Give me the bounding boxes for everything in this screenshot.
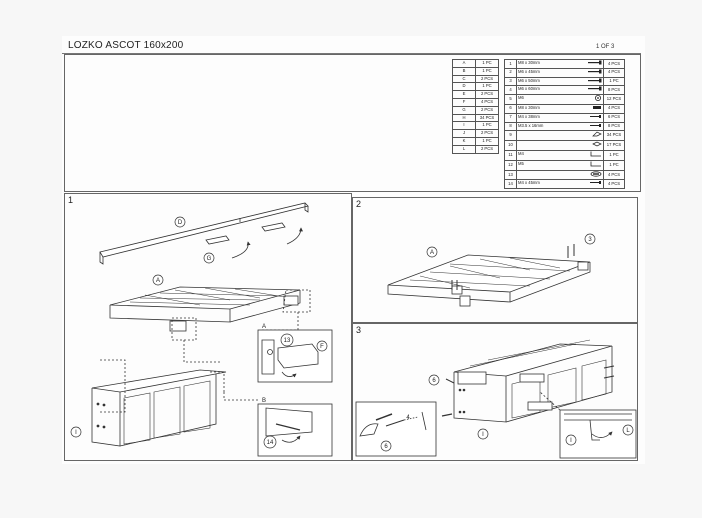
callout-l: L bbox=[626, 428, 630, 434]
hardware-desc-text: M6 x 45mm bbox=[518, 68, 540, 74]
bolt-icon bbox=[588, 69, 602, 77]
hardware-desc-text: M4 x 45mm bbox=[518, 180, 540, 186]
callout-3: 3 bbox=[588, 237, 592, 243]
hardware-qty: 12 PCS bbox=[603, 94, 625, 105]
bolt-icon bbox=[588, 60, 602, 68]
dowel-icon bbox=[592, 105, 602, 113]
step-3-drawing bbox=[355, 339, 637, 459]
hardware-desc-text: M6 x 50mm bbox=[518, 77, 540, 83]
hardware-desc-text: M4 bbox=[518, 150, 524, 156]
callout-i: I bbox=[75, 430, 77, 436]
screw-icon bbox=[590, 114, 602, 122]
step-3-panel bbox=[352, 323, 638, 461]
cam-lock-icon bbox=[590, 170, 602, 180]
screw-icon bbox=[590, 180, 602, 188]
step-1-drawing bbox=[91, 202, 333, 457]
hardware-desc-text: M4 x 38mm bbox=[518, 113, 540, 119]
callout-a-step2: A bbox=[430, 250, 434, 256]
hardware-desc-text: M8 x 30mm bbox=[518, 104, 540, 110]
header-rule bbox=[62, 53, 641, 54]
parts-panel bbox=[64, 54, 641, 192]
part-qty: 2 PCS bbox=[475, 144, 499, 154]
hardware-qty: 4 PCS bbox=[603, 169, 625, 181]
callout-f: F bbox=[320, 344, 324, 350]
callout-d: D bbox=[178, 220, 183, 226]
callout-a: A bbox=[156, 278, 160, 284]
screw-icon bbox=[590, 123, 602, 131]
callout-4: 4 bbox=[406, 415, 410, 421]
allen-key-icon bbox=[590, 151, 602, 160]
step-2-panel bbox=[352, 197, 638, 323]
detail-a-label: A bbox=[262, 324, 266, 330]
document-title: LOZKO ASCOT 160x200 bbox=[68, 40, 184, 51]
hardware-desc-text: M3.5 x 16mm bbox=[518, 122, 544, 128]
callout-i-step3: I bbox=[482, 432, 484, 438]
callout-13: 13 bbox=[284, 338, 291, 344]
hardware-desc-text: M6 bbox=[518, 95, 524, 101]
callout-6: 6 bbox=[432, 378, 436, 384]
plate-icon bbox=[592, 141, 602, 150]
hardware-desc-text: M8 x 30mm bbox=[518, 60, 540, 65]
step-3-number: 3 bbox=[356, 325, 362, 335]
hardware-desc-text: M6 x 60mm bbox=[518, 86, 540, 92]
hardware-qty: 4 PCS bbox=[603, 179, 625, 190]
bracket-icon bbox=[592, 131, 602, 140]
callout-14: 14 bbox=[267, 440, 274, 446]
hardware-desc-text: M5 bbox=[518, 160, 524, 166]
callout-6-detail: 6 bbox=[384, 444, 388, 450]
callout-g: G bbox=[207, 256, 212, 262]
washer-icon bbox=[594, 95, 602, 104]
bolt-icon bbox=[588, 78, 602, 86]
bolt-icon bbox=[588, 86, 602, 94]
callout-i-detail: I bbox=[570, 438, 572, 444]
step-1-number: 1 bbox=[68, 195, 74, 205]
step-2-number: 2 bbox=[356, 199, 362, 209]
step-1-panel bbox=[64, 193, 352, 461]
page-number: 1 OF 3 bbox=[596, 44, 615, 50]
step-2-drawing bbox=[387, 244, 591, 307]
detail-b-label: B bbox=[262, 398, 266, 404]
allen-key-icon bbox=[590, 161, 602, 170]
